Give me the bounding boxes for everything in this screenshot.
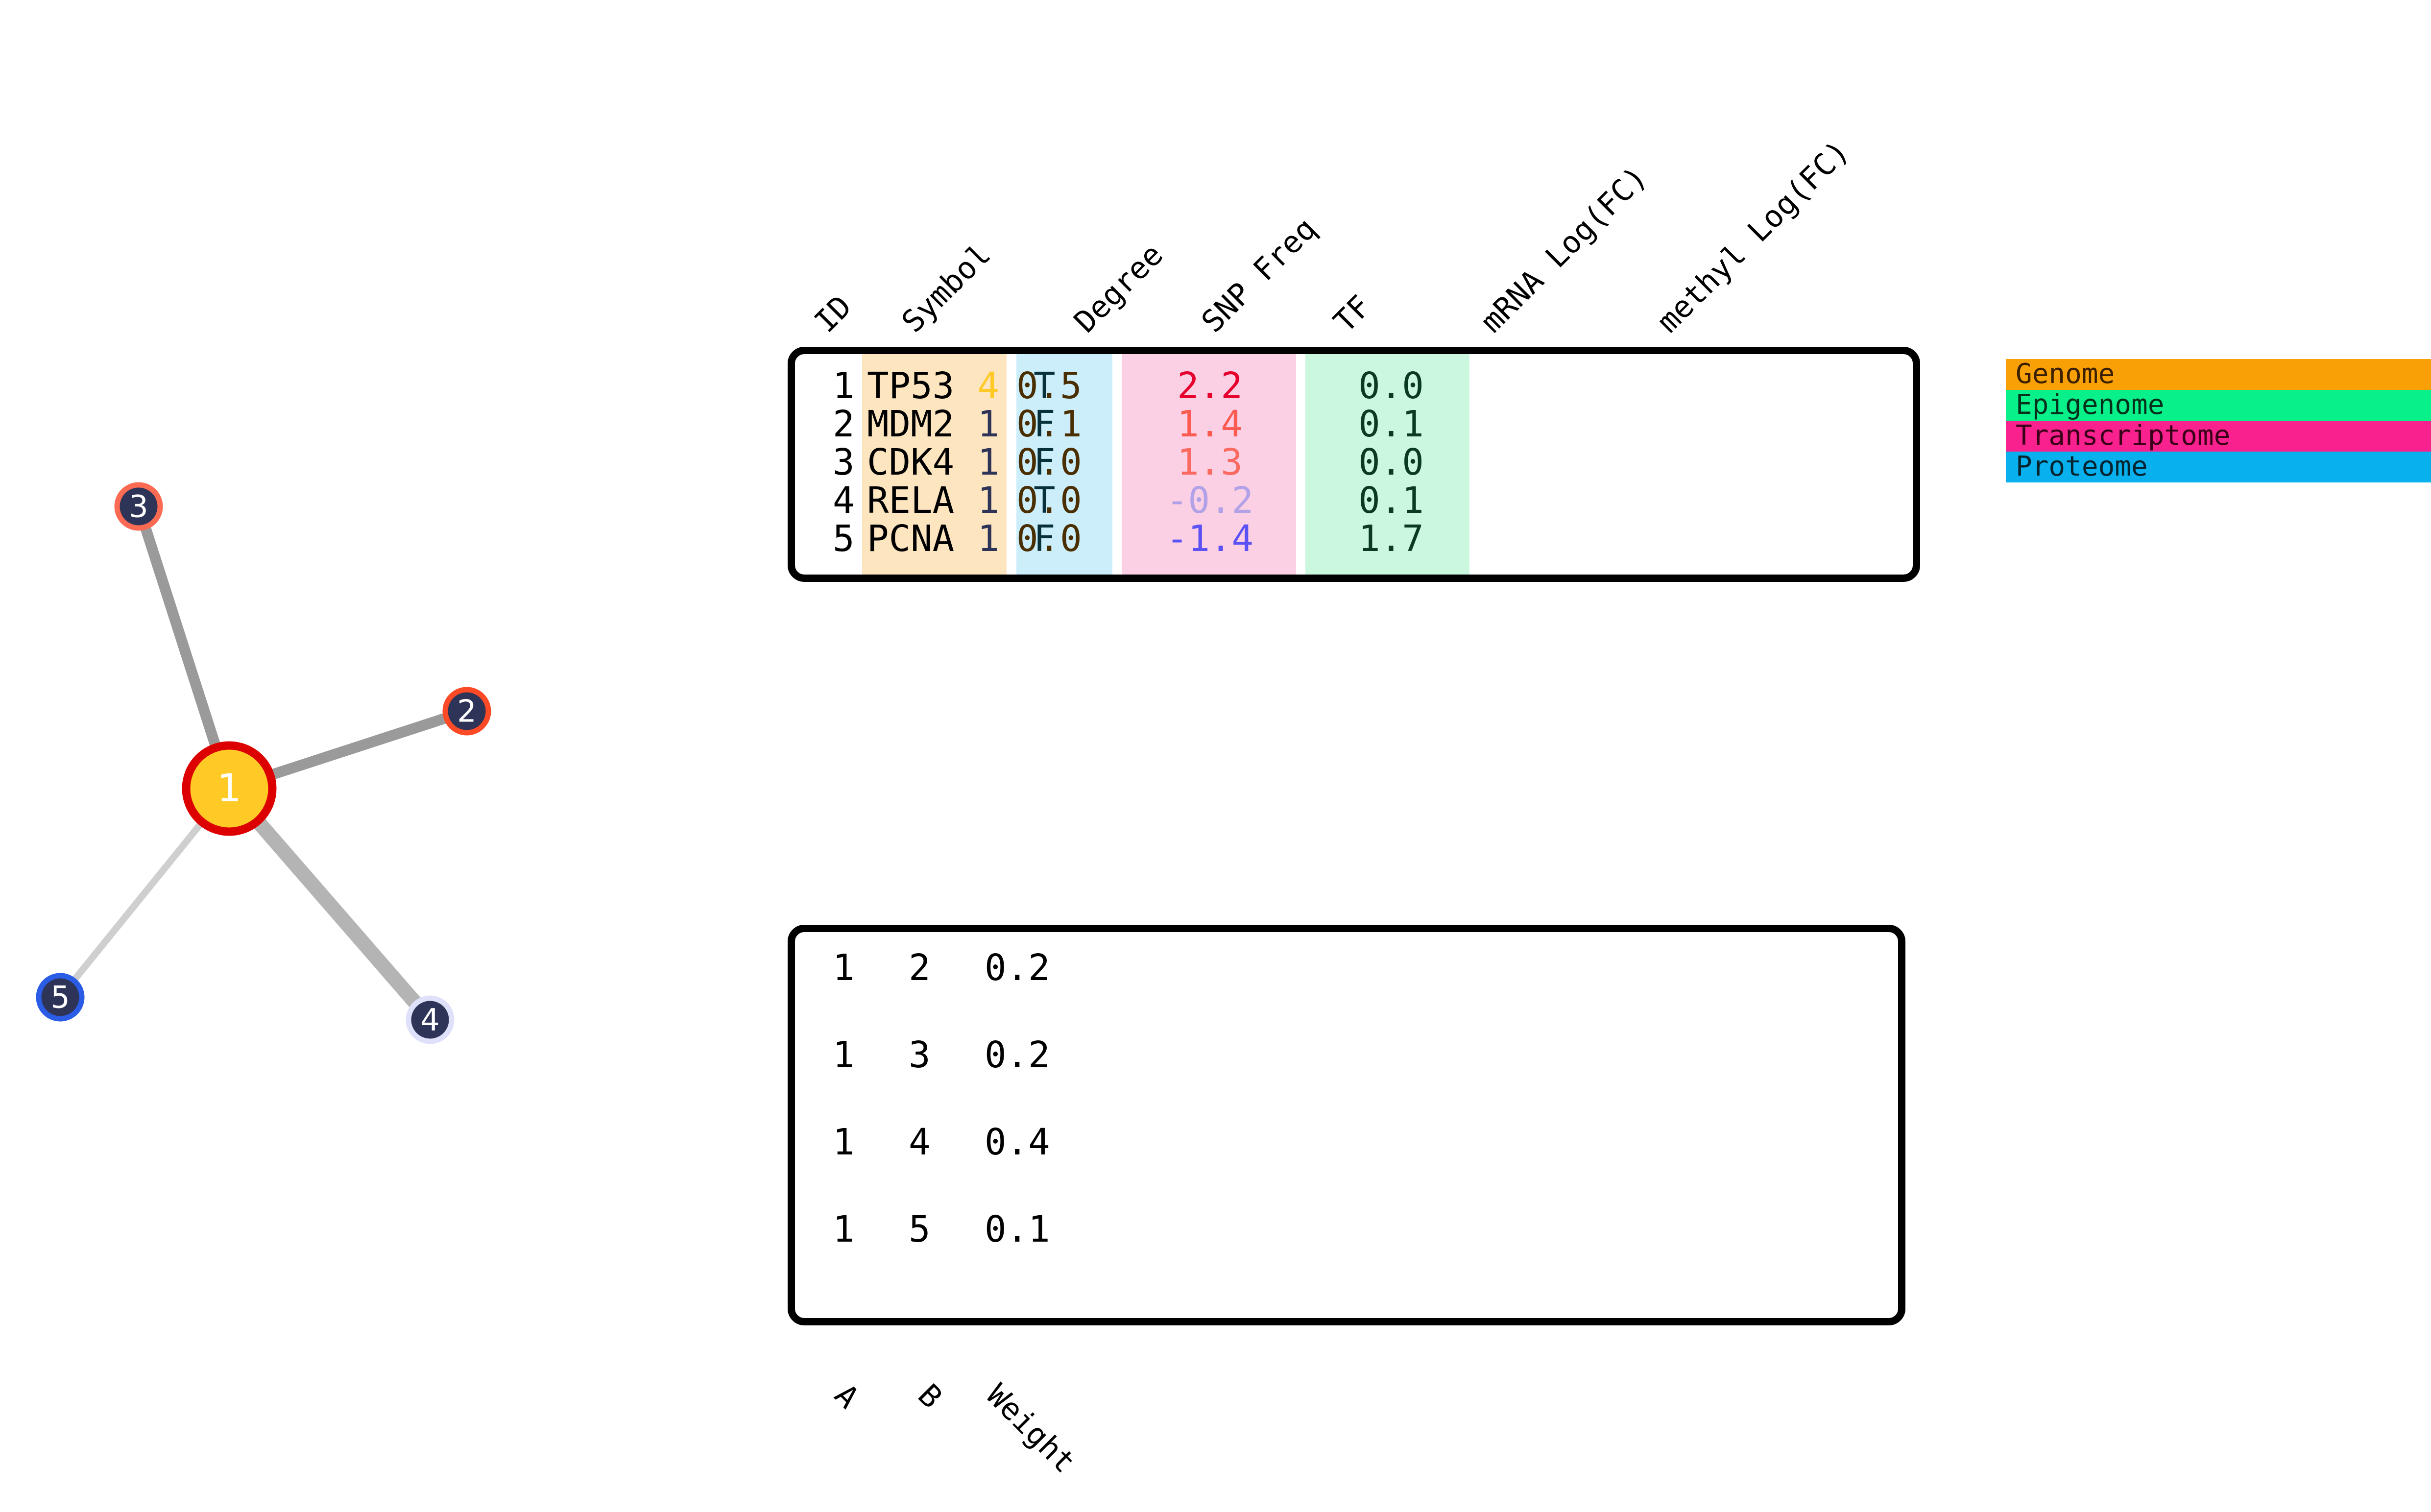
cell-weight: 0.4 [985,1121,1050,1163]
legend-label: Proteome [2016,450,2148,482]
network-node-1[interactable]: 1 [182,741,277,836]
legend-item-proteome[interactable]: Proteome [2006,450,2431,482]
header-methyl: methyl Log(FC) [1650,133,1856,339]
cell-degree: 4 [977,365,999,407]
header-degree: Degree [1067,237,1170,339]
node-circle [36,973,85,1022]
cell-b: 3 [909,1034,931,1076]
band-tf [1016,354,1112,575]
legend-label: Transcriptome [2016,419,2231,452]
network-node-3[interactable]: 3 [114,482,163,531]
node-circle [114,482,163,531]
cell-b: 2 [909,947,931,989]
legend-label: Epigenome [2016,388,2165,421]
cell-id: 2 [833,403,855,445]
cell-id: 1 [833,365,855,407]
cell-tf: T [1034,480,1056,522]
cell-snp_freq: 0.0 [1016,518,1082,560]
header-weight: Weight [980,1377,1083,1480]
cell-tf: F [1034,518,1056,560]
cell-weight: 0.2 [985,1034,1050,1076]
band-mrna [1122,354,1296,575]
cell-mrna: -0.2 [1166,480,1254,522]
node-circle [182,741,277,836]
cell-degree: 1 [977,441,999,483]
cell-symbol: TP53 [867,365,955,407]
network-node-5[interactable]: 5 [36,973,85,1022]
header-a: A [828,1377,866,1416]
cell-methyl: 0.0 [1358,365,1424,407]
cell-degree: 1 [977,518,999,560]
cell-methyl: 0.1 [1358,403,1424,445]
cell-snp_freq: 0.1 [1016,403,1082,445]
node-label: 1 [217,767,241,811]
node-label: 5 [50,980,70,1015]
network-graph: 1 2 3 4 5 [36,482,491,1044]
header-mrna: mRNA Log(FC) [1473,159,1654,339]
cell-mrna: -1.4 [1166,518,1254,560]
network-node-2[interactable]: 2 [442,687,491,736]
network-node-4[interactable]: 4 [406,995,455,1044]
header-tf: TF [1326,288,1378,339]
cell-a: 1 [833,1034,855,1076]
cell-weight: 0.2 [985,947,1050,989]
cell-methyl: 0.0 [1358,441,1424,483]
legend-label: Genome [2016,358,2115,390]
header-id: ID [807,288,859,339]
cell-tf: T [1034,365,1056,407]
cell-id: 3 [833,441,855,483]
cell-degree: 1 [977,403,999,445]
header-b: B [911,1377,950,1416]
cell-symbol: PCNA [867,518,955,560]
node-label: 2 [457,694,476,729]
cell-b: 5 [909,1208,931,1250]
cell-snp_freq: 0.0 [1016,441,1082,483]
cell-a: 1 [833,947,855,989]
cell-snp_freq: 0.5 [1016,365,1082,407]
network-edge [223,784,436,1025]
cell-a: 1 [833,1208,855,1250]
legend-item-epigenome[interactable]: Epigenome [2006,388,2431,421]
band-methyl [1305,354,1469,575]
cell-symbol: RELA [867,480,955,522]
node-layer: 1 2 3 4 5 [36,482,491,1044]
legend-item-genome[interactable]: Genome [2006,358,2431,390]
node-circle [442,687,491,736]
node-circle [406,995,455,1044]
header-snp-freq: SNP Freq [1194,211,1324,339]
cell-symbol: MDM2 [867,403,955,445]
cell-id: 4 [833,480,855,522]
cell-weight: 0.1 [985,1208,1050,1250]
cell-mrna: 1.3 [1177,441,1243,483]
cell-mrna: 1.4 [1177,403,1243,445]
cell-mrna: 2.2 [1177,365,1243,407]
cell-id: 5 [833,518,855,560]
cell-a: 1 [833,1121,855,1163]
cell-tf: F [1034,403,1056,445]
cell-tf: F [1034,441,1056,483]
node-label: 3 [129,489,148,525]
header-symbol: Symbol [894,237,998,339]
cell-b: 4 [909,1121,931,1163]
legend-item-transcriptome[interactable]: Transcriptome [2006,419,2431,452]
node-label: 4 [420,1002,439,1038]
network-edge [133,504,235,791]
cell-degree: 1 [977,480,999,522]
band-snp-freq [862,354,1007,575]
cell-symbol: CDK4 [867,441,955,483]
cell-methyl: 0.1 [1358,480,1424,522]
cell-snp_freq: 0.0 [1016,480,1082,522]
cell-methyl: 1.7 [1358,518,1424,560]
